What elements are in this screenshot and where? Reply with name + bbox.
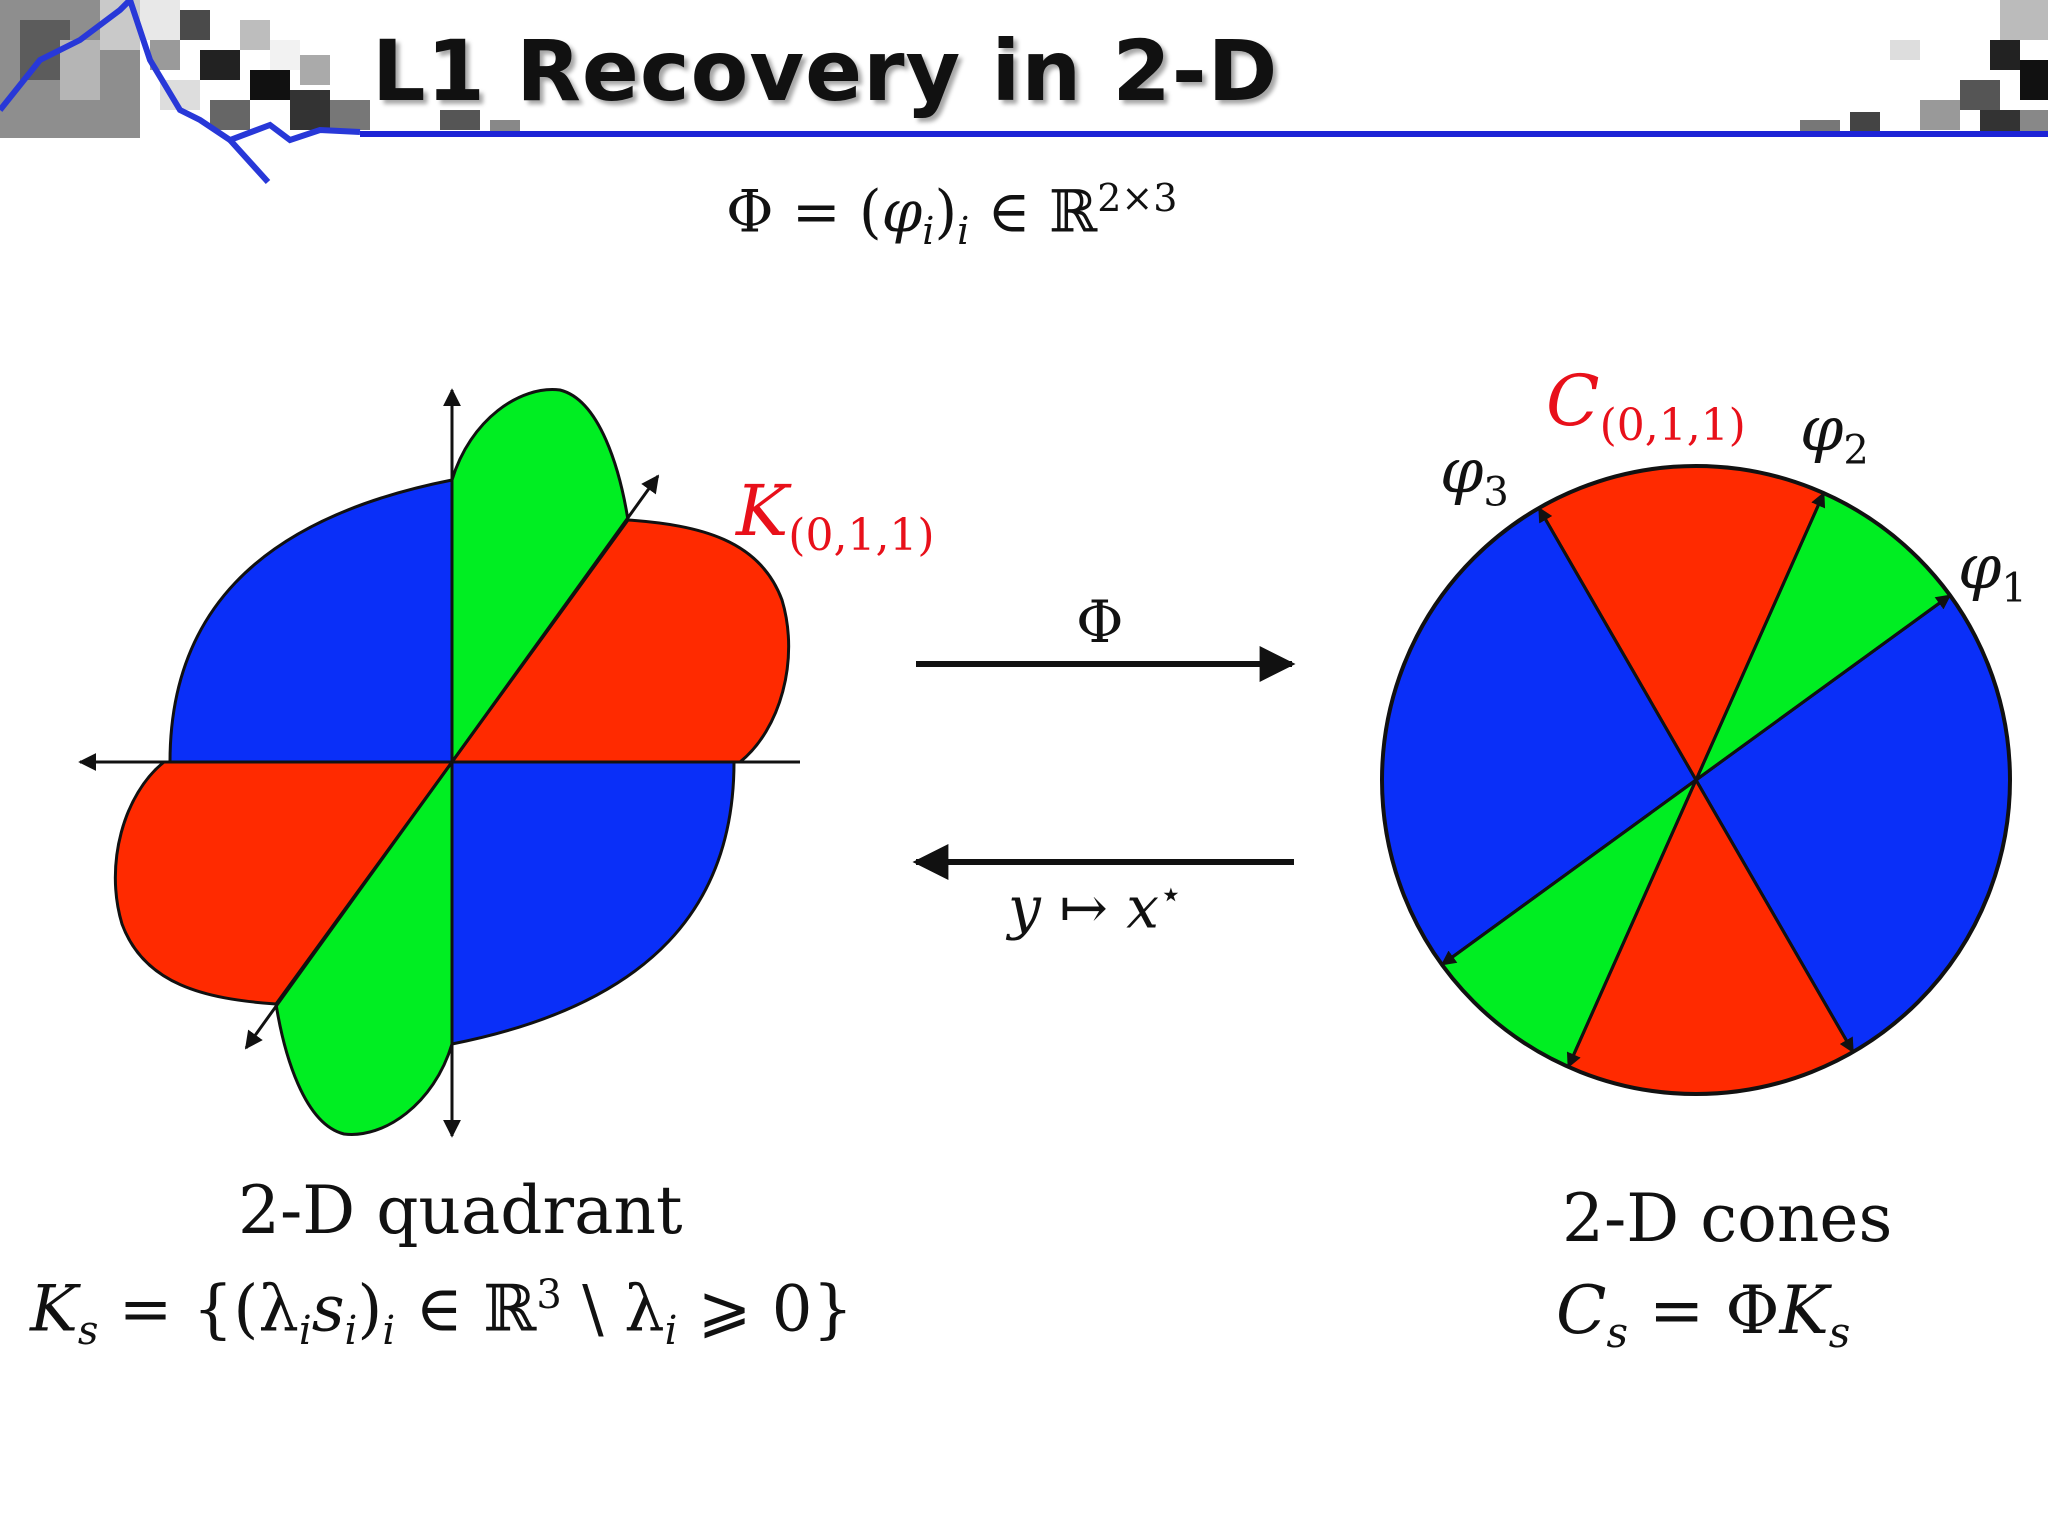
region-green-lower	[274, 757, 454, 1136]
phi3-label: φ3	[1440, 434, 1509, 515]
ray-phi1-neg	[1440, 778, 1697, 966]
inverse-arrow-label: y ↦ x⋆	[1008, 872, 1183, 941]
quadrant-shape	[78, 388, 800, 1138]
ks-k: K	[30, 1272, 78, 1347]
ks-rest2: )	[357, 1272, 383, 1347]
phi2-label: φ2	[1800, 392, 1869, 473]
top-formula-lhs: Φ = (	[726, 177, 882, 246]
phi1-label: φ1	[1958, 530, 2027, 611]
top-formula-sub-i2: i	[957, 208, 970, 253]
slide-title: L1 Recovery in 2-D	[372, 22, 1279, 120]
ks-sub-i-c: i	[382, 1308, 396, 1355]
c-cone-label-main: C	[1546, 360, 1600, 442]
header-decoration	[0, 0, 2048, 185]
ks-sup3: 3	[536, 1272, 562, 1318]
cs-c: C	[1556, 1272, 1607, 1349]
ks-rest1: = {(λ	[98, 1272, 299, 1347]
ks-rest3: ∈ ℝ	[395, 1272, 537, 1347]
top-formula: Φ = (φi)i ∈ ℝ2×3	[726, 176, 1177, 253]
region-red-lower-left	[113, 760, 455, 1006]
phi2-symbol: φ	[1800, 392, 1844, 465]
disk-rays	[1440, 491, 1952, 1069]
cs-sub-s: s	[1606, 1308, 1629, 1358]
ks-sub-i: i	[298, 1308, 312, 1355]
axis-diagonal-up	[450, 474, 660, 763]
cs-k: K	[1779, 1272, 1829, 1349]
header-left-pixel-art	[0, 0, 520, 185]
region-blue-lower-right	[450, 760, 736, 1046]
region-red-upper-right	[449, 518, 791, 764]
ray-phi3-neg	[1694, 779, 1855, 1054]
forward-arrow-label: Φ	[1076, 588, 1124, 656]
disk-outline	[1380, 464, 2012, 1096]
ks-rest5: ⩾ 0}	[677, 1272, 854, 1347]
phi1-index: 1	[2001, 565, 2027, 612]
ray-phi1	[1695, 594, 1952, 782]
k-cone-label-main: K	[736, 470, 789, 552]
ks-sub-i-b: i	[344, 1308, 358, 1355]
k-cone-label-sub: (0,1,1)	[788, 510, 935, 561]
cs-eq: = Φ	[1628, 1272, 1780, 1349]
top-formula-in: ∈ ℝ	[969, 177, 1098, 246]
left-formula: Ks = {(λisi)i ∈ ℝ3 \ λi ⩾ 0}	[30, 1272, 853, 1354]
k-cone-label: K(0,1,1)	[736, 470, 935, 561]
ray-phi2-neg	[1566, 779, 1698, 1069]
phi3-symbol: φ	[1440, 434, 1484, 507]
top-formula-phi: φ	[881, 177, 923, 246]
phi2-index: 2	[1843, 427, 1869, 474]
ks-sub-i-d: i	[664, 1308, 678, 1355]
right-formula: Cs = ΦKs	[1556, 1272, 1850, 1357]
phi3-index: 3	[1483, 469, 1509, 516]
inverse-label-star: ⋆	[1158, 872, 1183, 916]
ks-rest4: \ λ	[561, 1272, 665, 1347]
ks-sub-s: s	[77, 1308, 99, 1355]
ray-phi2	[1694, 491, 1826, 781]
c-cone-label-sub: (0,1,1)	[1599, 400, 1746, 451]
phi1-symbol: φ	[1958, 530, 2002, 603]
ray-phi3	[1537, 506, 1698, 781]
region-green-upper	[450, 388, 630, 767]
header-right-pixel-art	[1800, 0, 2048, 134]
region-blue-upper-left	[168, 478, 454, 764]
inverse-label-y: y	[1008, 873, 1041, 942]
cones-disk	[1380, 464, 2012, 1096]
axis-diagonal-down	[244, 761, 454, 1050]
top-formula-sup: 2×3	[1097, 176, 1178, 220]
cs-sub-s2: s	[1828, 1308, 1851, 1358]
inverse-label-x: x	[1126, 873, 1159, 942]
c-cone-label: C(0,1,1)	[1546, 360, 1746, 451]
top-formula-paren: )	[934, 177, 958, 246]
ks-s: s	[311, 1272, 345, 1347]
right-caption: 2-D cones	[1562, 1180, 1893, 1257]
top-formula-sub-i: i	[922, 208, 935, 253]
left-caption: 2-D quadrant	[238, 1172, 683, 1249]
inverse-label-mapsto: ↦	[1040, 873, 1127, 942]
